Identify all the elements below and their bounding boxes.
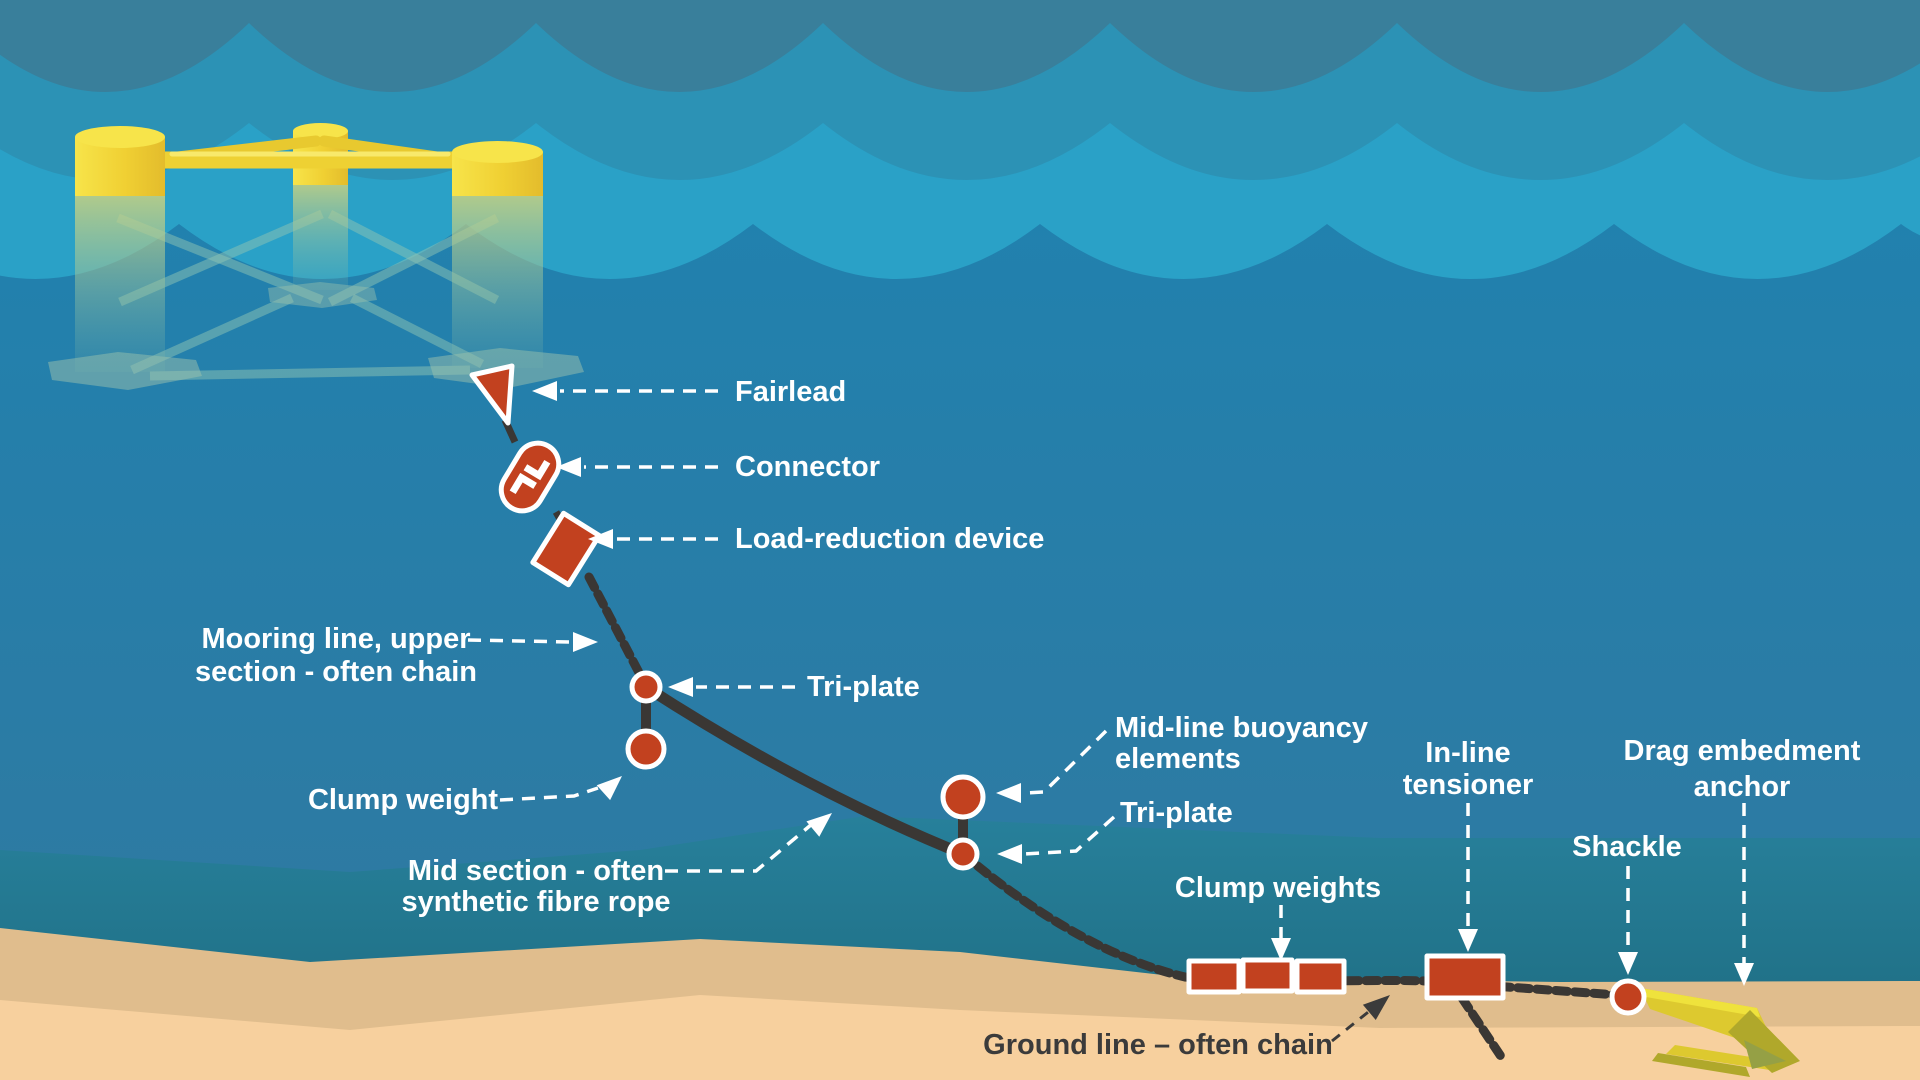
mid-section-rope — [640, 681, 969, 860]
platform-column-center-top — [293, 123, 348, 139]
anchor-shank-highlight — [1640, 988, 1760, 1017]
label-mid-section-line1: Mid section - often — [408, 855, 664, 887]
label-fairlead: Fairlead — [735, 376, 846, 408]
label-mooring-upper-line2: section - often chain — [195, 656, 477, 688]
clump-weight-rect-3 — [1294, 958, 1347, 995]
load-reduction-shape — [530, 510, 602, 588]
arrowhead-anchor — [1734, 963, 1754, 986]
floating-platform — [48, 123, 584, 390]
mooring-line-assembly — [469, 363, 1623, 1063]
arrowhead-mooring-upper — [573, 632, 598, 652]
label-anchor-line2: anchor — [1694, 771, 1791, 803]
platform-column-left-submerged — [75, 192, 165, 372]
platform-above-water — [75, 123, 543, 196]
arrowhead-tensioner — [1458, 929, 1478, 952]
arrowhead-load-reduction — [588, 529, 613, 549]
buoyancy-element-shape — [940, 774, 986, 820]
clump-weight-shape — [625, 728, 667, 770]
arrowhead-tri-plate-1 — [668, 677, 693, 697]
fairlead-shape — [469, 363, 515, 426]
leader-tri-plate-2 — [1023, 815, 1116, 856]
label-connector: Connector — [735, 451, 880, 483]
arrowhead-tri-plate-2 — [997, 844, 1022, 864]
arrowhead-buoyancy — [996, 783, 1021, 803]
arrowhead-fairlead — [532, 381, 557, 401]
leader-lines — [467, 381, 1754, 1043]
anchor-fluke — [1728, 1010, 1800, 1073]
shackle-shape — [1609, 978, 1647, 1016]
label-buoyancy-line2: elements — [1115, 743, 1241, 775]
tri-plate-1-shape — [629, 670, 663, 704]
mooring-chain-upper — [584, 572, 651, 691]
leader-clump-weight — [499, 786, 599, 802]
anchor-skid-lower — [1652, 1053, 1750, 1077]
label-clump-weights: Clump weights — [1175, 872, 1381, 904]
label-mooring-upper-line1: Mooring line, upper — [201, 623, 470, 655]
connector-shape — [498, 440, 562, 514]
ground-chain — [958, 849, 1623, 1000]
leader-mid-section — [665, 822, 814, 873]
inline-tensioner-shape — [1424, 953, 1506, 1001]
labels: Fairlead Connector Load-reduction device… — [195, 376, 1861, 1061]
label-clump-weight: Clump weight — [308, 784, 498, 816]
platform-submerged-structure — [48, 182, 584, 390]
arrowhead-connector — [556, 457, 581, 477]
label-ground-line: Ground line – often chain — [983, 1029, 1333, 1061]
platform-column-right-top — [452, 141, 543, 163]
label-mid-section-line2: synthetic fibre rope — [401, 886, 670, 918]
platform-column-center-submerged — [293, 182, 348, 290]
arrowhead-clump-weight — [596, 776, 622, 801]
label-buoyancy-line1: Mid-line buoyancy — [1115, 712, 1368, 744]
arrowhead-ground-line — [1362, 995, 1390, 1021]
tensioner-drop-chain — [1457, 993, 1507, 1063]
arrowhead-shackle — [1618, 952, 1638, 975]
label-tri-plate-1: Tri-plate — [807, 671, 920, 703]
label-load-reduction: Load-reduction device — [735, 523, 1044, 555]
anchor-fluke-shadow — [1744, 1040, 1786, 1069]
label-tri-plate-2: Tri-plate — [1120, 797, 1233, 829]
connector-slot — [509, 459, 551, 495]
arrowhead-mid-section — [806, 813, 832, 837]
clump-weight-rect-1 — [1186, 958, 1242, 995]
drag-embedment-anchor — [1609, 978, 1800, 1077]
bottom-brace — [149, 365, 471, 381]
tri-plate-2-shape — [946, 837, 980, 871]
label-tensioner-line2: tensioner — [1403, 769, 1534, 801]
leader-mooring-upper — [467, 638, 571, 644]
wave-band-top — [0, 0, 1920, 92]
anchor-skid-upper — [1666, 1045, 1776, 1071]
platform-column-right-submerged — [452, 192, 543, 368]
clump-weight-rect-2 — [1240, 957, 1295, 994]
arrowhead-clump-weights — [1271, 938, 1291, 961]
seabed-sand-light — [0, 995, 1920, 1080]
label-shackle: Shackle — [1572, 831, 1682, 863]
leader-buoyancy — [1023, 729, 1108, 795]
leader-ground-line — [1331, 1007, 1373, 1043]
label-tensioner-line1: In-line — [1425, 737, 1510, 769]
platform-column-left-top — [75, 126, 165, 148]
label-anchor-line1: Drag embedment — [1624, 735, 1861, 767]
